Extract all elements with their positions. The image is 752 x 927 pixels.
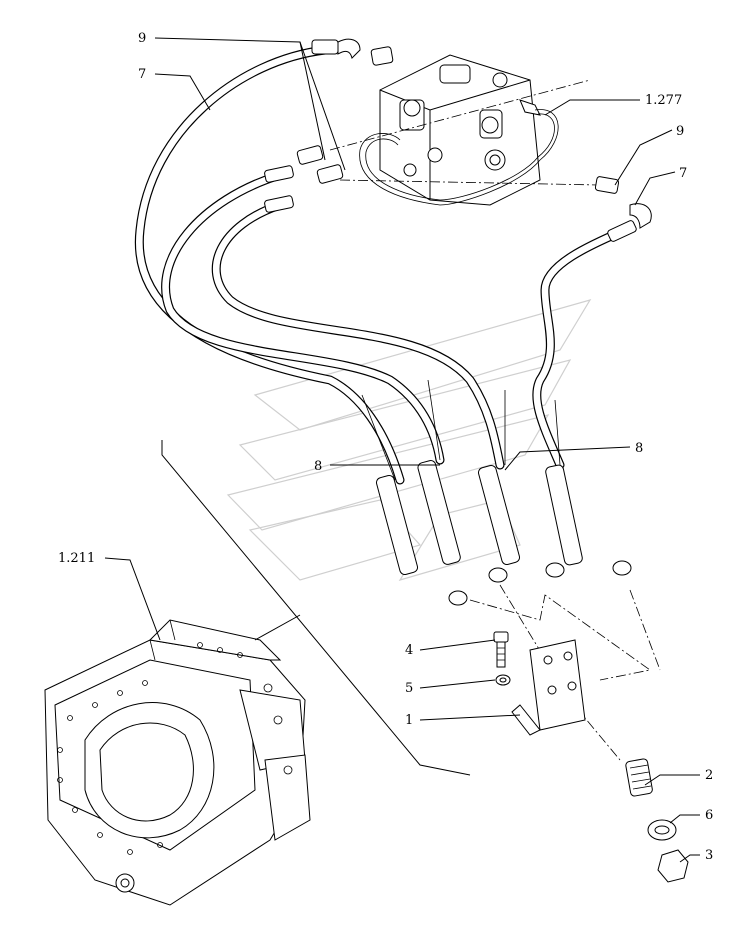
assembly-line-4: [629, 589, 661, 671]
union-fitting: [625, 758, 653, 797]
control-valve-block: [379, 54, 541, 206]
callout-9-right: 9: [676, 124, 684, 139]
callout-8-right: 8: [635, 441, 643, 456]
callout-7-top: 7: [138, 67, 146, 82]
callout-leaders: [104, 37, 700, 863]
callout-4: 4: [405, 643, 413, 658]
callout-9-top: 9: [138, 31, 146, 46]
assembly-line-2: [339, 179, 601, 186]
hydraulic-hoses: [134, 45, 630, 485]
callout-1: 1: [405, 713, 413, 728]
bracket: [511, 639, 586, 736]
callout-2: 2: [705, 768, 713, 783]
assembly-line-1: [329, 79, 591, 151]
assembly-line-3: [469, 594, 651, 681]
washer: [495, 674, 511, 686]
cap-nut: [657, 849, 689, 883]
callout-6: 6: [705, 808, 713, 823]
adapter-fittings: [296, 46, 620, 194]
view-separator-line-1: [161, 440, 471, 776]
seal-ring: [647, 819, 677, 841]
callout-3: 3: [705, 848, 713, 863]
bolt: [493, 631, 509, 668]
callout-1-277: 1.277: [645, 93, 682, 108]
callout-1-211: 1.211: [58, 551, 95, 566]
view-separator-line-2: [254, 614, 301, 641]
callout-5: 5: [405, 681, 413, 696]
gearbox-housing: [44, 619, 311, 906]
hose-ferrules: [264, 38, 652, 606]
pipe-loop: [359, 109, 559, 206]
callout-8-left: 8: [314, 459, 322, 474]
callout-7-right: 7: [679, 166, 687, 181]
